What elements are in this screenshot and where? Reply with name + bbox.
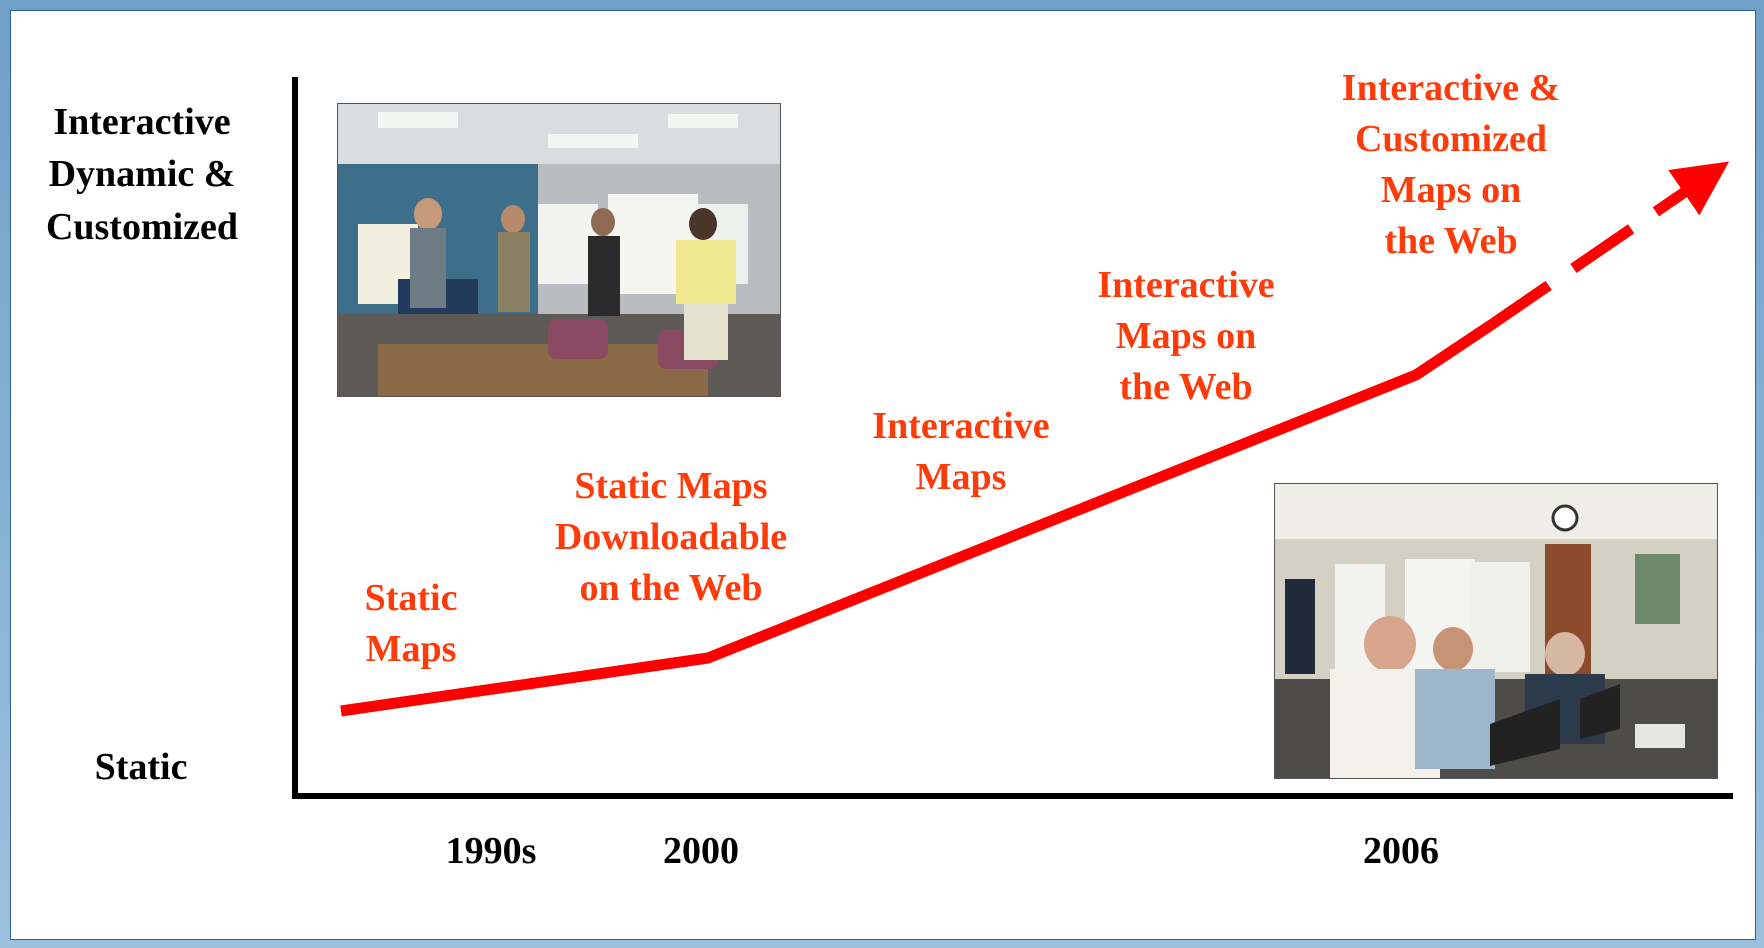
x-tick-2000: 2000 — [663, 830, 739, 872]
y-axis-bottom-label: Static — [94, 746, 188, 788]
slide: Interactive Dynamic & Customized Static … — [10, 10, 1756, 940]
x-tick-2006: 2006 — [1363, 830, 1439, 872]
stage-interactive-maps: Interactive Maps — [872, 405, 1050, 498]
stage-static-maps: Static Maps — [364, 577, 458, 670]
stage-interactive-customized-web: Interactive & Customized Maps on the Web — [1341, 67, 1561, 262]
x-tick-1990s: 1990s — [445, 830, 537, 872]
y-axis-top-label: Interactive Dynamic & Customized — [45, 101, 239, 248]
trend-line-dashed — [1487, 161, 1730, 330]
map-exhibit-photo — [337, 103, 781, 397]
computer-workshop-photo — [1274, 483, 1718, 779]
stage-interactive-maps-web: Interactive Maps on the Web — [1097, 264, 1275, 408]
timeline-graphic — [292, 77, 1733, 799]
stage-static-maps-downloadable: Static Maps Downloadable on the Web — [554, 465, 788, 609]
trend-line-solid — [340, 320, 1495, 717]
